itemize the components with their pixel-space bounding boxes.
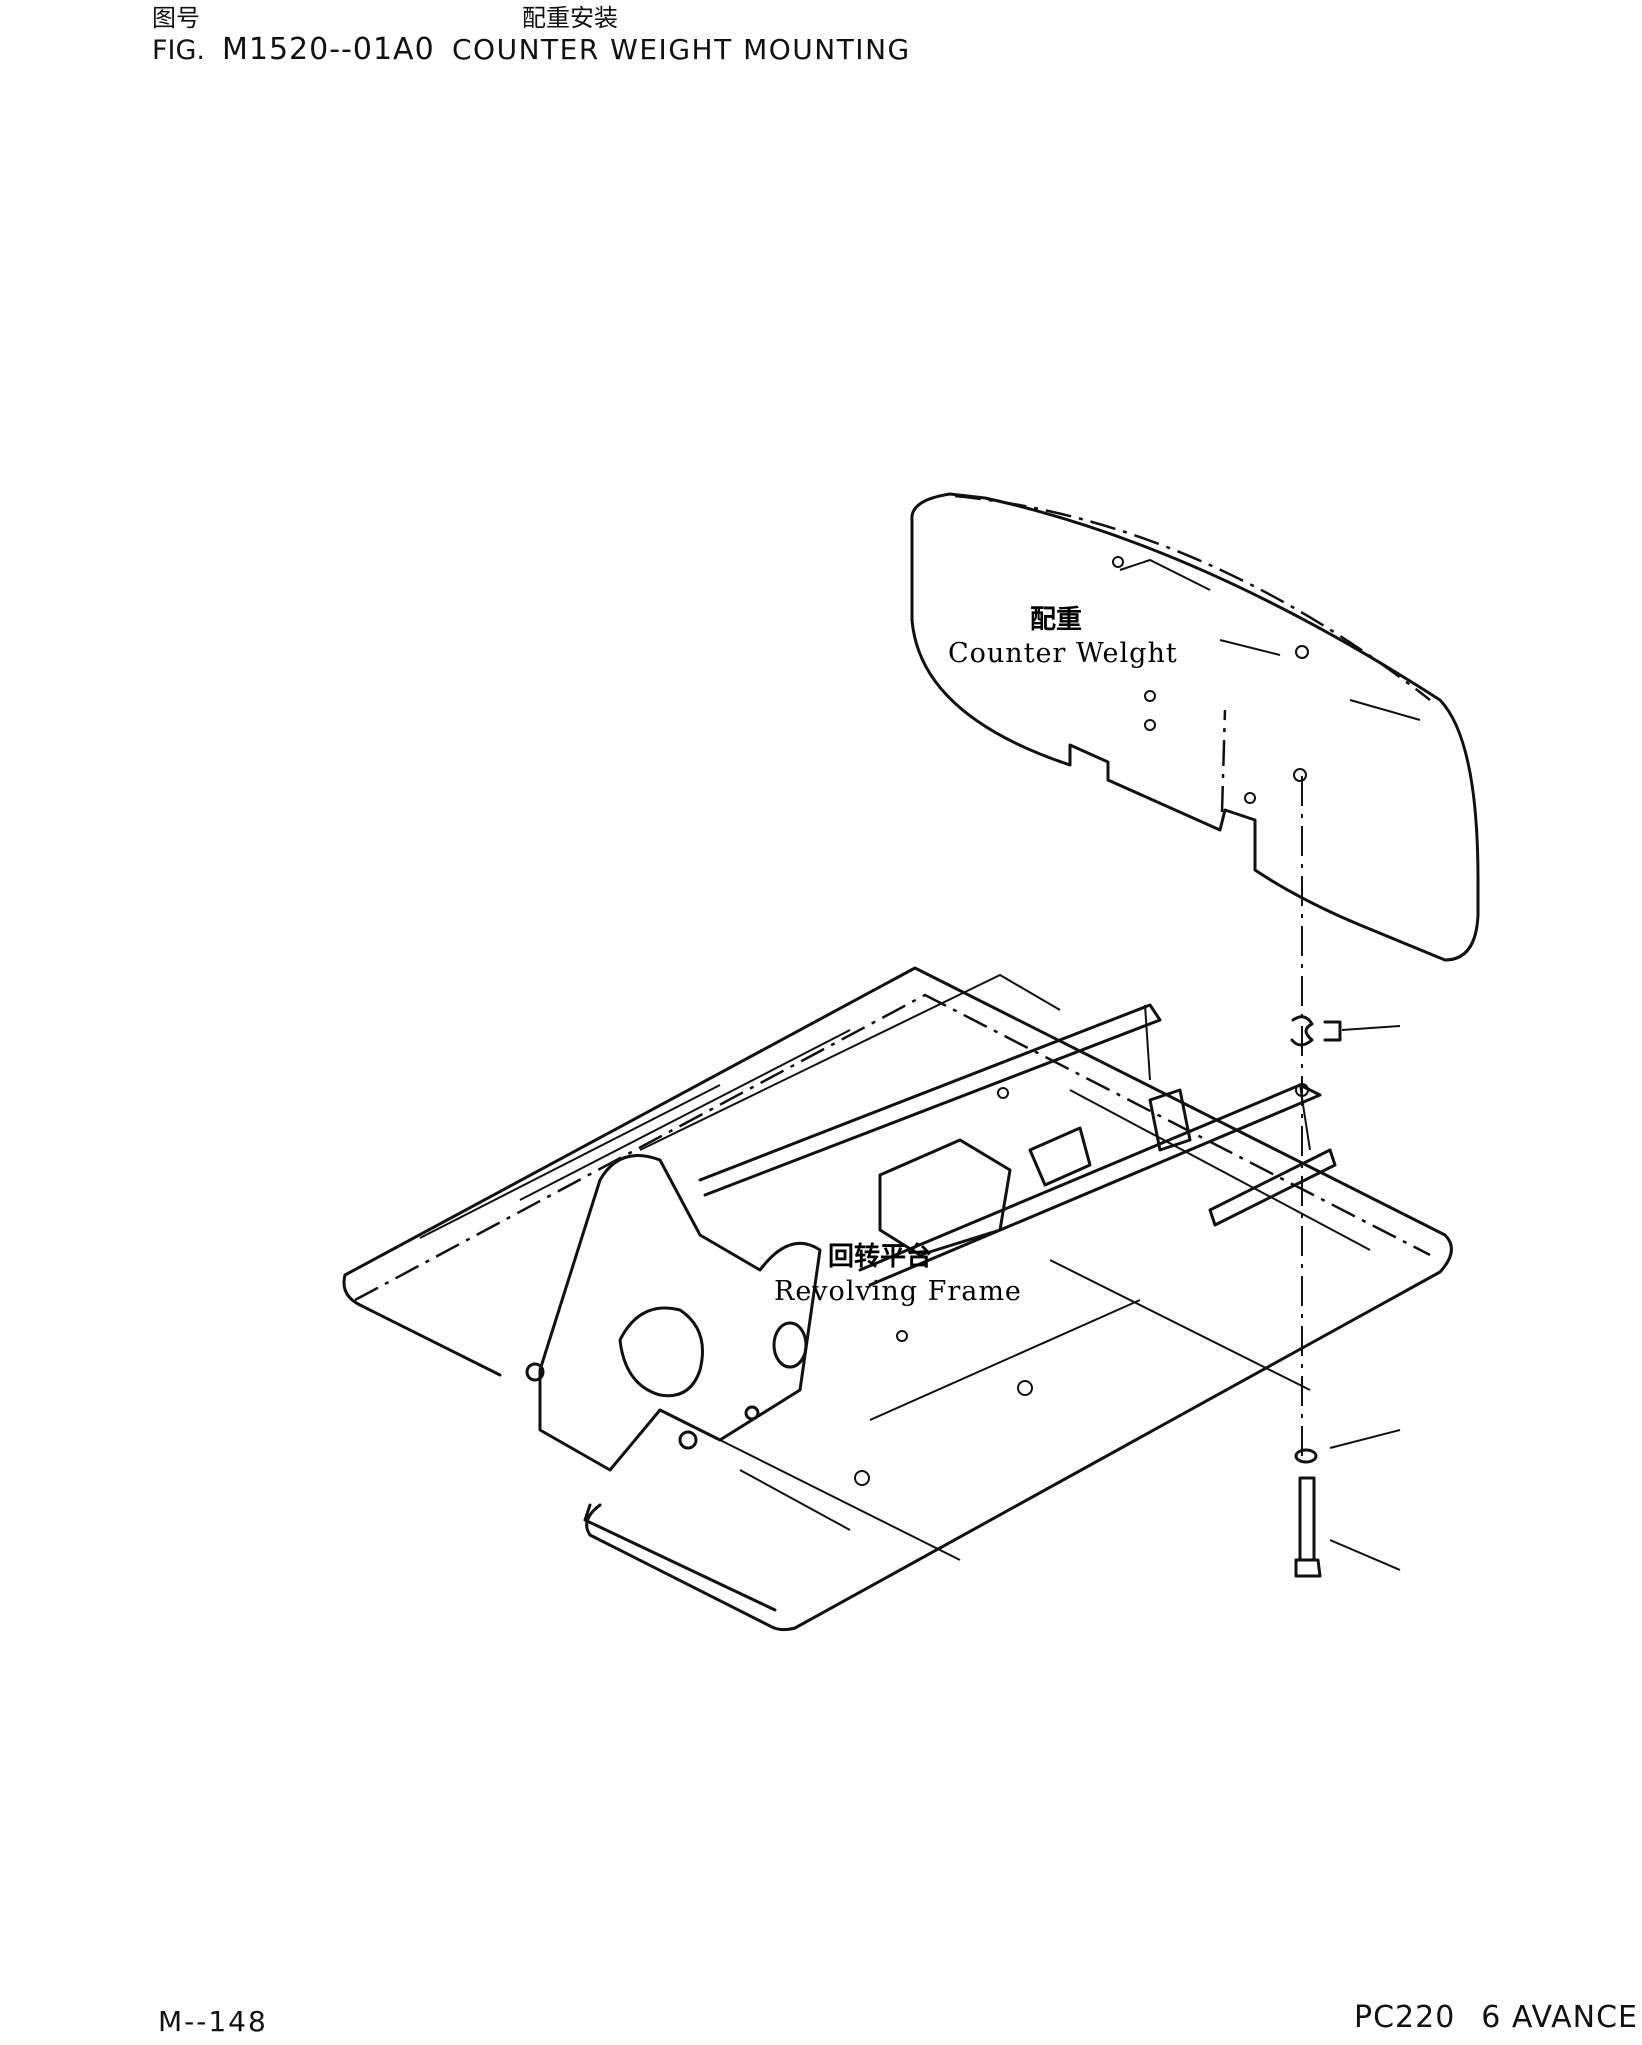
counter-weight-label-cn: 配重 bbox=[1030, 605, 1082, 635]
revolving-frame-label-en: Revolving Frame bbox=[774, 1276, 1022, 1307]
counter-weight-part: 配重 Counter Welght bbox=[910, 492, 1480, 962]
fig-label-en: FIG. bbox=[152, 35, 205, 66]
title-cn: 配重安装 bbox=[522, 4, 618, 32]
revolving-frame-label-cn: 回转平台 bbox=[828, 1241, 932, 1272]
model-label: PC220 6 AVANCE bbox=[1354, 2000, 1638, 2035]
fig-number: M1520--01A0 bbox=[222, 32, 435, 67]
page-number: M--148 bbox=[158, 2005, 268, 2038]
mounting-hardware bbox=[1290, 1015, 1401, 1578]
fig-label-cn: 图号 bbox=[152, 4, 200, 32]
counter-weight-label-en: Counter Welght bbox=[948, 638, 1178, 669]
revolving-frame-part: 回转平台 Revolving Frame bbox=[342, 966, 1453, 1632]
figure-header: 图号 配重安装 FIG. M1520--01A0 COUNTER WEIGHT … bbox=[152, 2, 911, 67]
model-name: PC220 bbox=[1353, 2000, 1456, 2035]
title-en: COUNTER WEIGHT MOUNTING bbox=[452, 33, 911, 66]
model-series: 6 AVANCE bbox=[1481, 2000, 1638, 2035]
